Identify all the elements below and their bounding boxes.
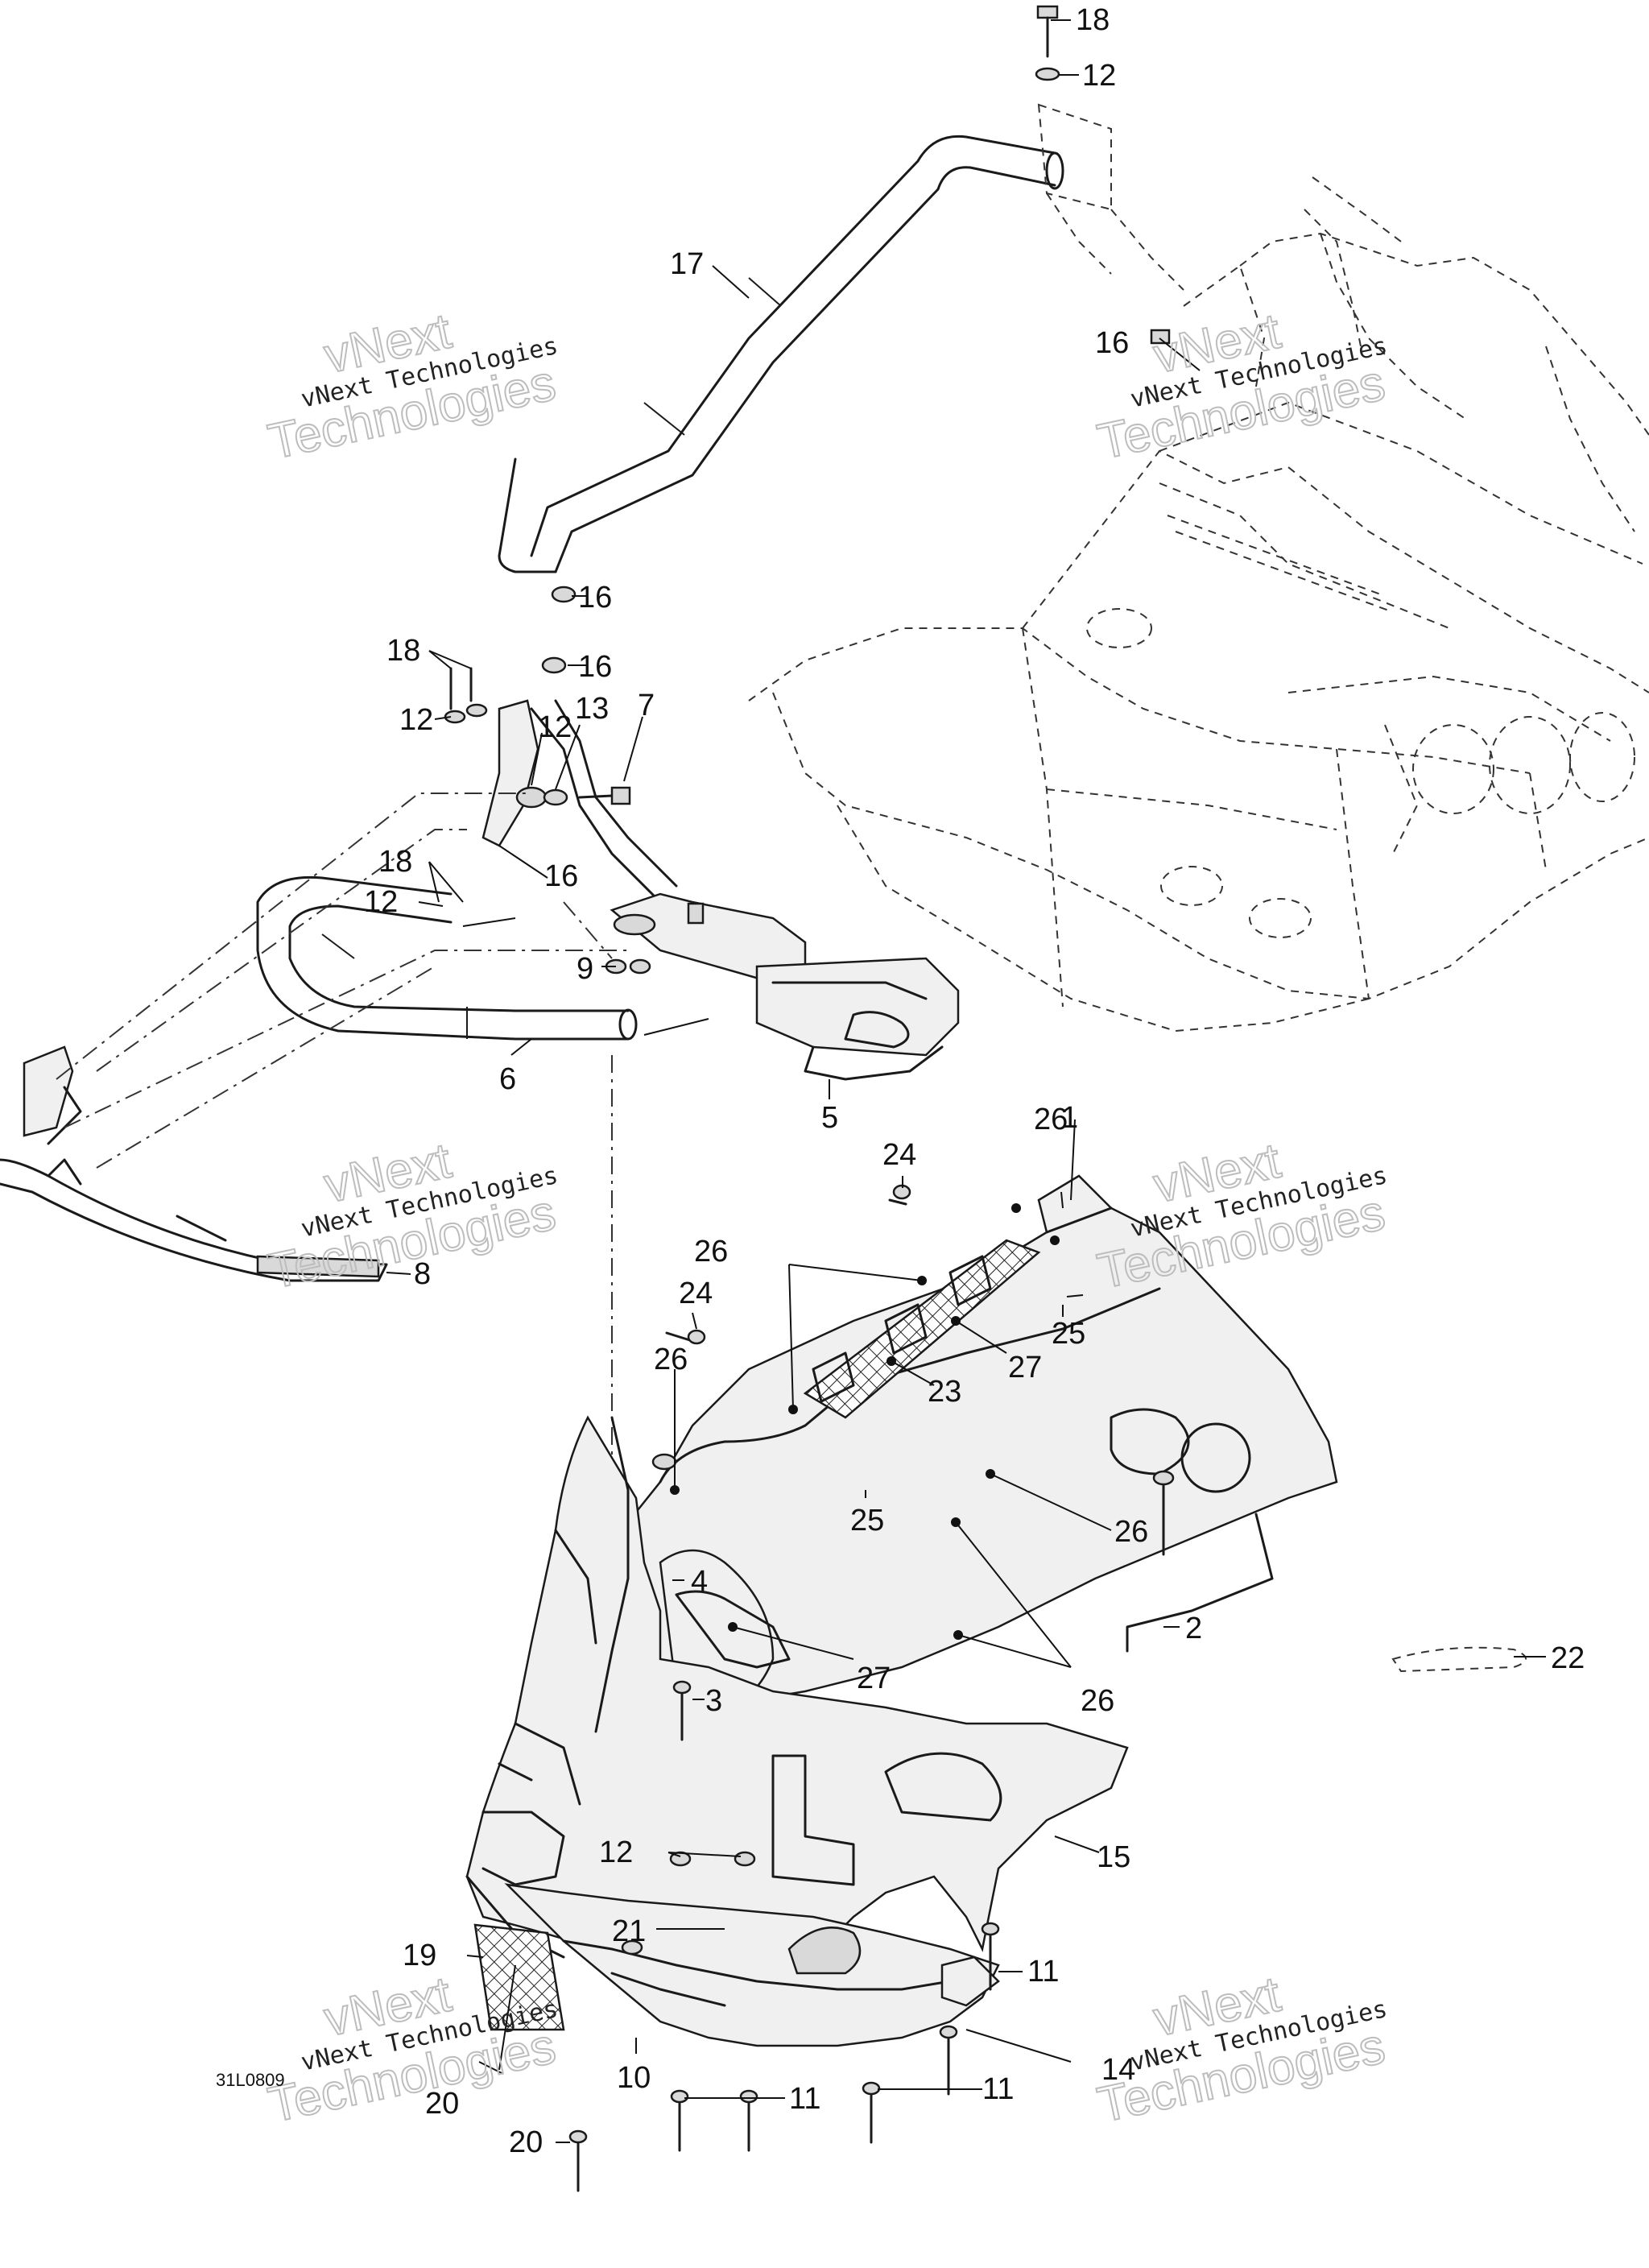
callout-26: 26 [1114,1515,1148,1549]
bracket-assembly [444,667,678,904]
callout-12: 12 [1082,59,1116,93]
callout-12: 12 [538,710,572,744]
front-bumper [0,1045,388,1282]
watermark-4: vNext vNext Technologies Technologies [1092,1132,1390,1301]
watermark-1: vNext vNext Technologies Technologies [262,303,560,471]
callout-24: 24 [679,1277,713,1310]
callout-1: 1 [1061,1101,1078,1135]
vent-mesh [803,1239,1041,1419]
callout-13: 13 [575,692,609,726]
callout-14: 14 [1101,2053,1135,2087]
callout-12: 12 [364,885,398,919]
callout-16: 16 [578,650,612,684]
callout-26: 26 [654,1343,688,1376]
side-shell [465,1415,1129,1967]
callout-12: 12 [399,703,433,737]
watermark-3: vNext vNext Technologies Technologies [262,1132,560,1301]
callout-18: 18 [1076,3,1110,37]
callout-10: 10 [617,2061,651,2095]
callout-4: 4 [691,1565,708,1599]
callout-23: 23 [928,1375,961,1409]
callout-9: 9 [577,952,593,986]
callout-26: 26 [694,1235,728,1269]
callout-18: 18 [386,634,420,668]
callout-11: 11 [1027,1955,1059,1989]
callout-5: 5 [821,1101,838,1135]
phantom-lines [56,793,709,1611]
callout-25: 25 [1052,1317,1085,1351]
drawing-code: 31L0809 [216,2070,285,2090]
mount-bracket [605,892,960,1081]
watermark-2: vNext vNext Technologies Technologies [1092,303,1390,471]
callout-27: 27 [1008,1351,1042,1384]
callout-11: 11 [982,2072,1014,2106]
upper-tube [498,103,1184,573]
callout-25: 25 [850,1504,884,1538]
callout-8: 8 [414,1257,431,1291]
callout-17: 17 [670,247,704,281]
callout-26: 26 [1081,1684,1114,1718]
skid-plate [473,1883,1000,2047]
callouts: 18 12 17 16 16 16 18 12 12 13 7 18 12 16… [216,3,1585,2159]
callout-26: 26 [1034,1103,1068,1136]
callout-7: 7 [638,689,655,722]
bolt-18-top [1035,5,1060,81]
lower-bar [256,875,638,1041]
callout-6: 6 [499,1062,516,1096]
callout-22: 22 [1551,1641,1585,1675]
callout-20: 20 [425,2087,459,2121]
leaders [386,19,1546,2143]
callout-18: 18 [378,845,412,879]
callout-20: 20 [509,2125,543,2159]
callout-21: 21 [612,1914,646,1948]
callout-3: 3 [705,1684,722,1718]
callout-11: 11 [789,2082,820,2116]
callout-27: 27 [857,1662,891,1695]
callout-16: 16 [1095,326,1129,360]
callout-19: 19 [403,1939,436,1972]
callout-16: 16 [578,581,612,615]
nut-16-upper [541,329,1171,674]
chassis-frame [748,176,1649,1033]
callout-2: 2 [1185,1612,1202,1645]
fasteners [568,1184,1527,2192]
callout-16: 16 [544,859,578,893]
callout-24: 24 [882,1138,916,1172]
callout-12: 12 [599,1836,633,1869]
watermark-6: vNext vNext Technologies Technologies [1092,1966,1390,2134]
callout-15: 15 [1097,1840,1130,1874]
